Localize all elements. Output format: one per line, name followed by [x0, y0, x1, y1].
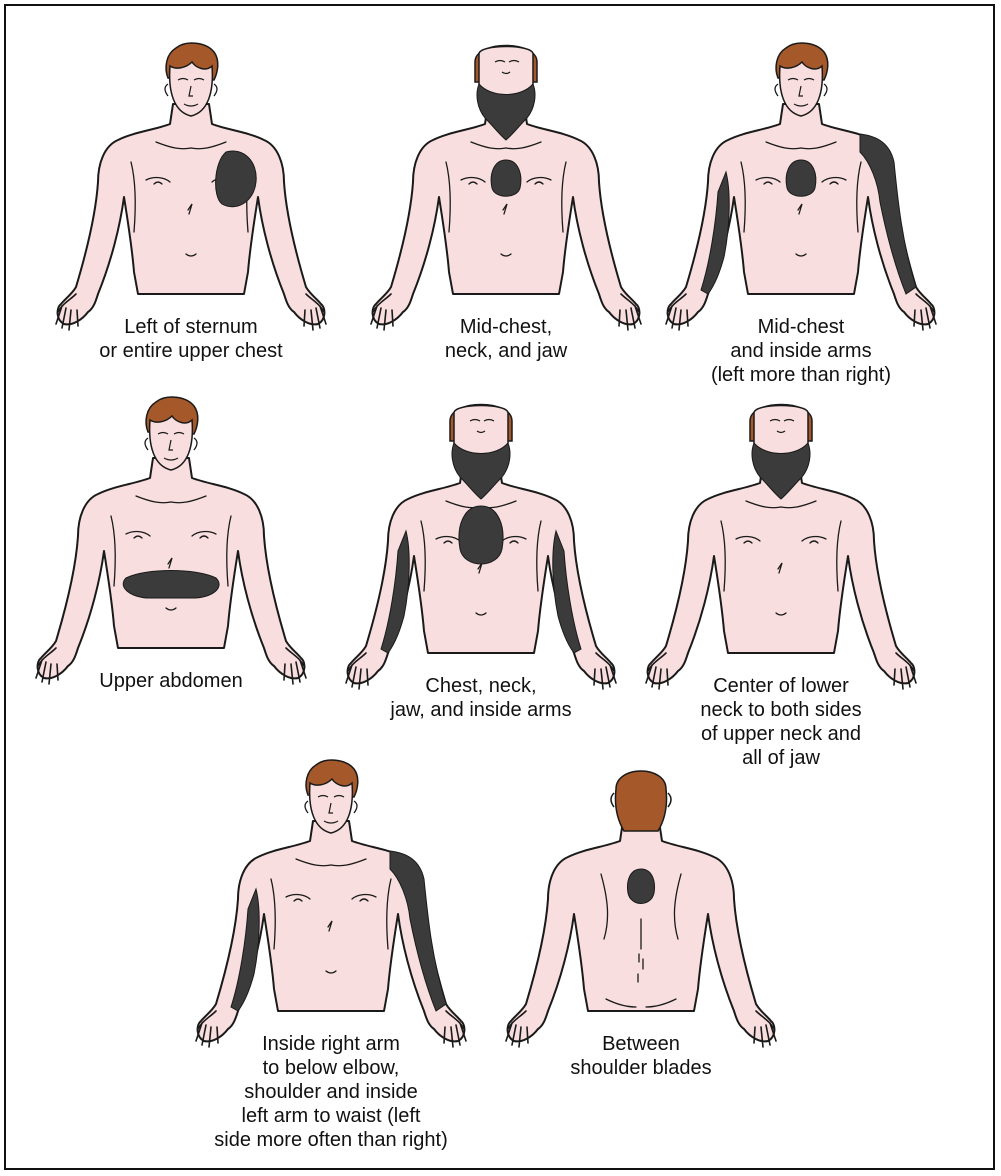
caption-inside-right-arm: Inside right arm to below elbow, shoulde… — [176, 1032, 486, 1152]
caption-line: shoulder blades — [486, 1056, 796, 1080]
human-figure-front-head-tilted — [626, 391, 936, 691]
human-figure-front — [646, 32, 956, 332]
figure-frame: Left of sternum or entire upper chest Mi… — [4, 4, 995, 1170]
pain-area-upper-abdomen — [123, 571, 219, 599]
caption-line: Mid-chest, — [351, 315, 661, 339]
caption-line: or entire upper chest — [36, 339, 346, 363]
figure-panel-mid-chest-neck-jaw: Mid-chest, neck, and jaw — [351, 32, 661, 392]
pain-area-between-shoulder-blades — [628, 869, 655, 904]
figure-panel-mid-chest-inside-arms: Mid-chest and inside arms (left more tha… — [646, 32, 956, 412]
figure-panel-center-lower-neck: Center of lower neck to both sides of up… — [626, 391, 936, 791]
caption-line: Left of sternum — [36, 315, 346, 339]
caption-between-shoulder-blades: Between shoulder blades — [486, 1032, 796, 1080]
human-figure-front-head-tilted — [326, 391, 636, 691]
human-figure-front — [36, 32, 346, 332]
caption-line: shoulder and inside — [176, 1080, 486, 1104]
caption-line: Inside right arm — [176, 1032, 486, 1056]
caption-mid-chest-neck-jaw: Mid-chest, neck, and jaw — [351, 315, 661, 363]
caption-line: and inside arms — [646, 339, 956, 363]
pain-area-mid-chest — [786, 160, 816, 196]
caption-line: side more often than right) — [176, 1128, 486, 1152]
figure-panel-chest-neck-jaw-arms: Chest, neck, jaw, and inside arms — [326, 391, 636, 731]
caption-line: neck, and jaw — [351, 339, 661, 363]
caption-line: (left more than right) — [646, 363, 956, 387]
caption-chest-neck-jaw-arms: Chest, neck, jaw, and inside arms — [326, 674, 636, 722]
caption-line: neck to both sides — [626, 698, 936, 722]
caption-line: Upper abdomen — [16, 669, 326, 693]
pain-area-chest — [459, 506, 503, 564]
caption-line: Center of lower — [626, 674, 936, 698]
caption-mid-chest-inside-arms: Mid-chest and inside arms (left more tha… — [646, 315, 956, 387]
caption-line: Between — [486, 1032, 796, 1056]
caption-line: Chest, neck, — [326, 674, 636, 698]
pain-area-mid-chest — [491, 160, 521, 196]
caption-line: left arm to waist (left — [176, 1104, 486, 1128]
caption-line: to below elbow, — [176, 1056, 486, 1080]
head — [611, 771, 671, 831]
torso-outline — [38, 458, 305, 678]
figure-panel-inside-right-arm: Inside right arm to below elbow, shoulde… — [176, 749, 486, 1169]
figure-panel-left-of-sternum: Left of sternum or entire upper chest — [36, 32, 346, 392]
hair-back-of-head — [615, 771, 666, 831]
human-figure-front — [16, 386, 326, 686]
figure-panel-between-shoulder-blades: Between shoulder blades — [486, 749, 796, 1109]
torso-outline — [58, 104, 325, 324]
caption-line: of upper neck and — [626, 722, 936, 746]
figure-panel-upper-abdomen: Upper abdomen — [16, 386, 326, 726]
caption-line: Mid-chest — [646, 315, 956, 339]
human-figure-front — [176, 749, 486, 1049]
caption-line: jaw, and inside arms — [326, 698, 636, 722]
human-figure-back — [486, 749, 796, 1049]
pain-area-left-chest — [216, 151, 257, 207]
caption-upper-abdomen: Upper abdomen — [16, 669, 326, 693]
human-figure-front-head-tilted — [351, 32, 661, 332]
caption-left-of-sternum: Left of sternum or entire upper chest — [36, 315, 346, 363]
